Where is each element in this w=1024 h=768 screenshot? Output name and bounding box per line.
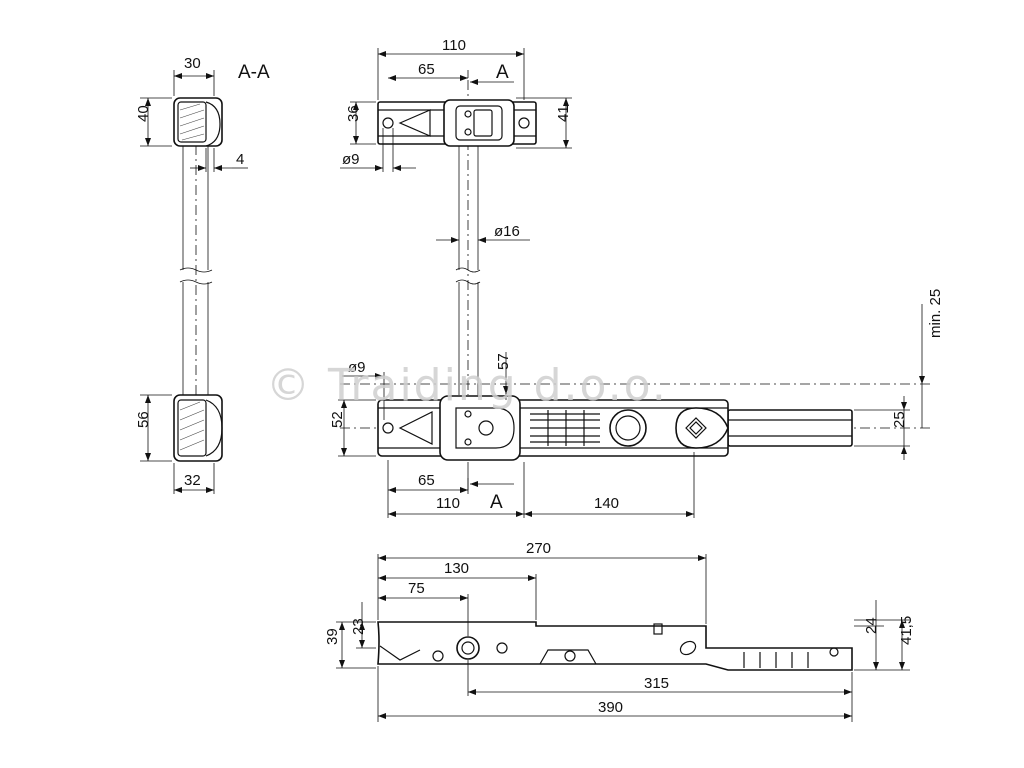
section-view (140, 70, 248, 494)
dim-main-57: 57 (495, 353, 512, 370)
cut-marker-top: A (496, 62, 509, 83)
dim-rod-dia: ø16 (494, 223, 520, 240)
dim-main-52: 52 (329, 411, 346, 428)
cut-marker-bottom: A (490, 492, 503, 513)
dim-main-140: 140 (594, 495, 619, 512)
dim-main-110: 110 (436, 495, 460, 512)
dim-top-41: 41 (555, 105, 572, 122)
side-view (336, 554, 910, 722)
dim-side-130: 130 (444, 560, 469, 577)
dim-side-24: 24 (863, 617, 880, 634)
dimension-labels: A-A 30 40 4 56 32 110 65 A 36 41 ø9 ø16 … (135, 37, 944, 716)
dim-top-36: 36 (345, 105, 362, 122)
dim-section-height-top: 40 (135, 105, 152, 122)
dim-side-23: 23 (350, 618, 367, 635)
watermark-text: © Traiding d.o.o. (266, 360, 668, 411)
dim-side-390: 390 (598, 699, 623, 716)
dim-top-110: 110 (442, 37, 466, 54)
dim-side-41-5: 41,5 (898, 616, 915, 645)
dim-main-min25: min. 25 (927, 289, 944, 338)
section-label: A-A (238, 62, 270, 83)
dim-top-65: 65 (418, 61, 435, 78)
dim-section-height-bottom: 56 (135, 411, 152, 428)
dim-side-270: 270 (526, 540, 551, 557)
main-view (338, 304, 930, 518)
dim-top-hole: ø9 (342, 151, 360, 168)
dim-section-offset: 4 (236, 151, 244, 168)
dim-side-39: 39 (324, 628, 341, 645)
dim-main-25: 25 (891, 411, 908, 428)
dim-main-65: 65 (418, 472, 435, 489)
dim-side-75: 75 (408, 580, 425, 597)
dim-side-315: 315 (644, 675, 669, 692)
dim-main-hole: ø9 (348, 359, 366, 376)
dim-section-width-top: 30 (184, 55, 201, 72)
top-view (340, 48, 572, 395)
dim-section-width-bottom: 32 (184, 472, 201, 489)
